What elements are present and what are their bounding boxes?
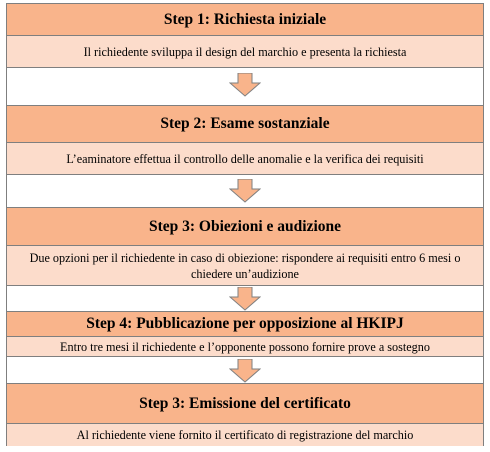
step-4-title: Step 4: Pubblicazione per opposizione al… bbox=[7, 312, 483, 337]
step-2-description: L’eaminatore effettua il controllo delle… bbox=[7, 143, 483, 175]
down-arrow-icon bbox=[229, 179, 261, 203]
down-arrow-icon bbox=[229, 359, 261, 383]
step-5: Step 3: Emissione del certificato Al ric… bbox=[7, 384, 483, 446]
step-5-title: Step 3: Emissione del certificato bbox=[7, 384, 483, 424]
connector-3 bbox=[7, 286, 483, 312]
step-1-title: Step 1: Richiesta iniziale bbox=[7, 4, 483, 36]
down-arrow-icon bbox=[229, 287, 261, 311]
connector-1 bbox=[7, 69, 483, 106]
step-3-description: Due opzioni per il richiedente in caso d… bbox=[7, 246, 483, 286]
step-3-title: Step 3: Obiezioni e audizione bbox=[7, 208, 483, 246]
connector-2 bbox=[7, 175, 483, 208]
step-4: Step 4: Pubblicazione per opposizione al… bbox=[7, 312, 483, 357]
down-arrow-icon bbox=[229, 73, 261, 97]
step-2-title: Step 2: Esame sostanziale bbox=[7, 106, 483, 143]
step-3: Step 3: Obiezioni e audizione Due opzion… bbox=[7, 208, 483, 286]
step-2: Step 2: Esame sostanziale L’eaminatore e… bbox=[7, 106, 483, 175]
step-5-description: Al richiedente viene fornito il certific… bbox=[7, 424, 483, 446]
step-1-description: Il richiedente sviluppa il design del ma… bbox=[7, 36, 483, 68]
connector-4 bbox=[7, 357, 483, 384]
step-1: Step 1: Richiesta iniziale Il richiedent… bbox=[7, 4, 483, 68]
process-diagram: Step 1: Richiesta iniziale Il richiedent… bbox=[6, 3, 484, 446]
step-4-description: Entro tre mesi il richiedente e l’oppone… bbox=[7, 337, 483, 357]
